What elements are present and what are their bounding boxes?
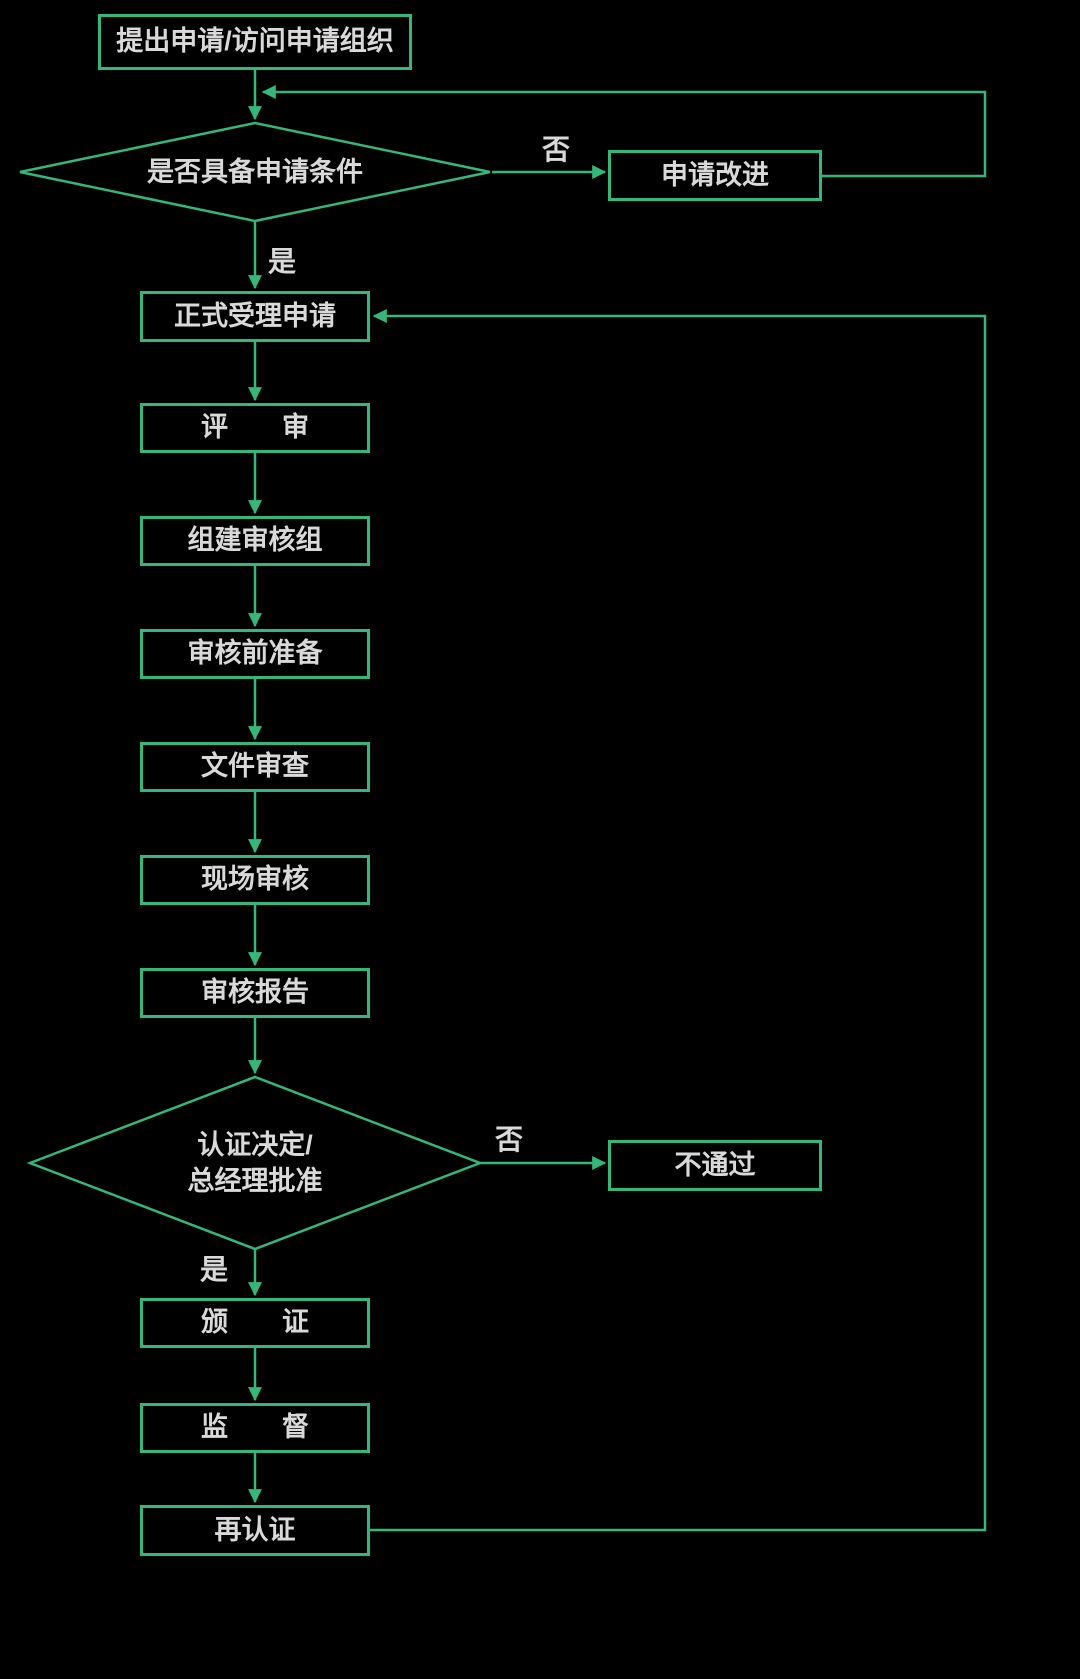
node-not-passed: 不通过 [608, 1140, 822, 1191]
node-submit-application: 提出申请/访问申请组织 [98, 14, 412, 70]
edge-recert-to-accept [370, 309, 987, 1532]
node-document-review: 文件审查 [140, 742, 370, 792]
node-pre-audit-preparation: 审核前准备 [140, 629, 370, 679]
label-approval-no: 否 [495, 1124, 524, 1155]
decision-shape-conditions [19, 121, 491, 223]
label-approval-yes: 是 [200, 1254, 229, 1285]
edge-improve-feedback [261, 85, 987, 178]
label-conditions-yes: 是 [268, 246, 297, 277]
node-recertification: 再认证 [140, 1505, 370, 1556]
node-apply-improvement: 申请改进 [608, 150, 822, 201]
node-audit-report: 审核报告 [140, 968, 370, 1018]
decision-approval-label: 认证决定/ 总经理批准 [187, 1129, 323, 1196]
node-issue-certificate: 颁 证 [140, 1298, 370, 1348]
node-review: 评 审 [140, 403, 370, 453]
node-form-audit-team: 组建审核组 [140, 516, 370, 566]
node-formal-acceptance: 正式受理申请 [140, 291, 370, 342]
decision-application-conditions-label: 是否具备申请条件 [147, 156, 363, 187]
node-supervision: 监 督 [140, 1403, 370, 1453]
label-conditions-no: 否 [542, 134, 571, 165]
decision-shape-approval [26, 1075, 484, 1251]
node-onsite-audit: 现场审核 [140, 855, 370, 905]
